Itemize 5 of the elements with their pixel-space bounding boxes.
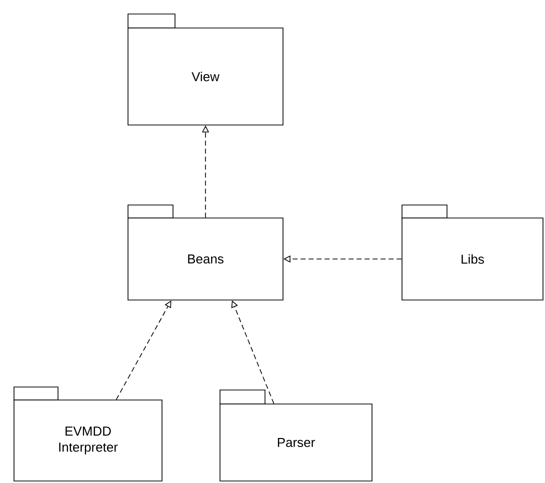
package-box: EVMDD Interpreter: [14, 386, 162, 482]
package-box: Beans: [128, 204, 284, 300]
package-box: Parser: [220, 390, 372, 482]
package-box: Libs: [402, 204, 544, 300]
package-box: View: [128, 14, 284, 126]
